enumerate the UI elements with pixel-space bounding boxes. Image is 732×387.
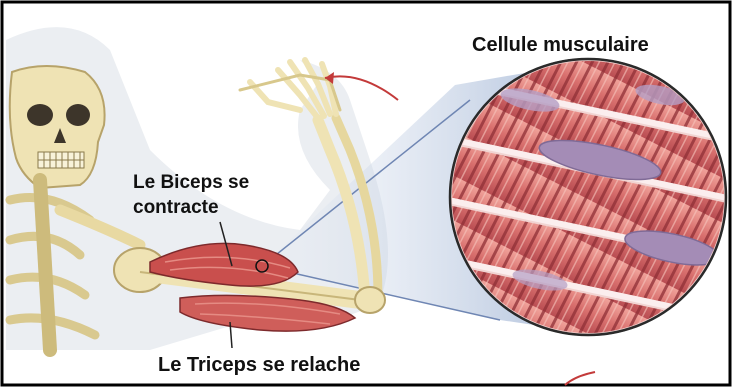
biceps-label-line2: contracte [133,195,313,220]
elbow-joint [355,287,385,313]
biceps-label: Le Biceps se contracte [133,170,313,220]
cell-label: Cellule musculaire [472,34,649,57]
triceps-label: Le Triceps se relache [158,354,360,377]
skull [10,66,105,188]
biceps-label-line1: Le Biceps se [133,170,313,195]
